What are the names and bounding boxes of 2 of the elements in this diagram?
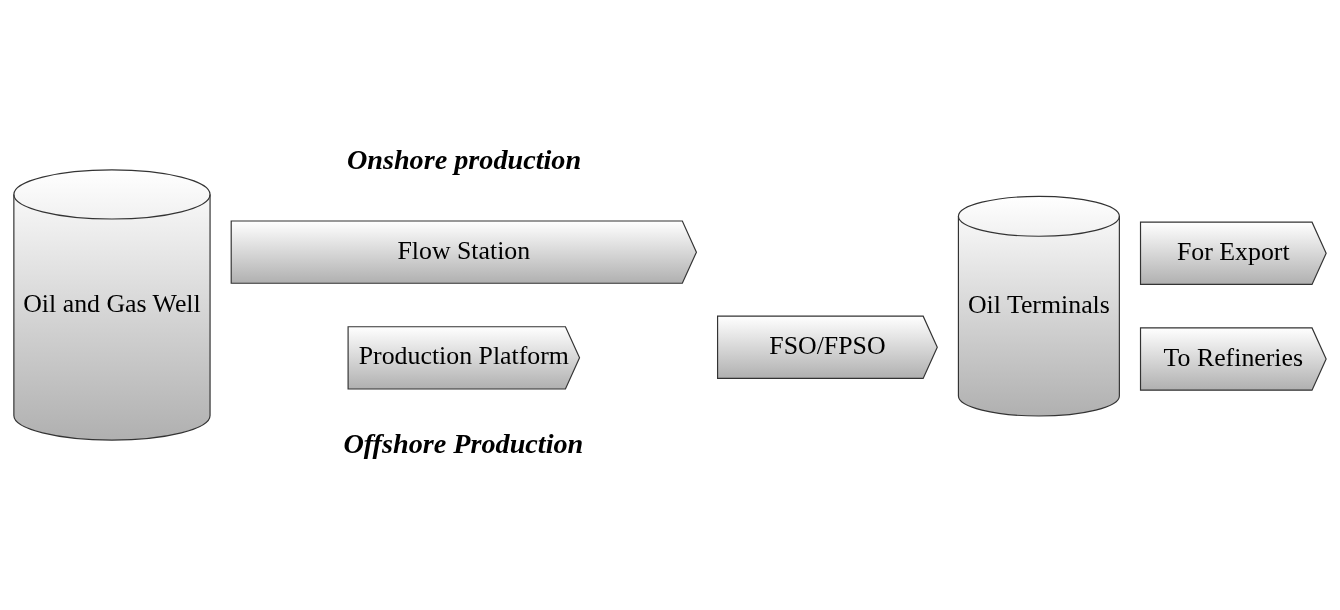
label: Offshore Production xyxy=(343,428,584,460)
label: Onshore production xyxy=(346,143,582,175)
